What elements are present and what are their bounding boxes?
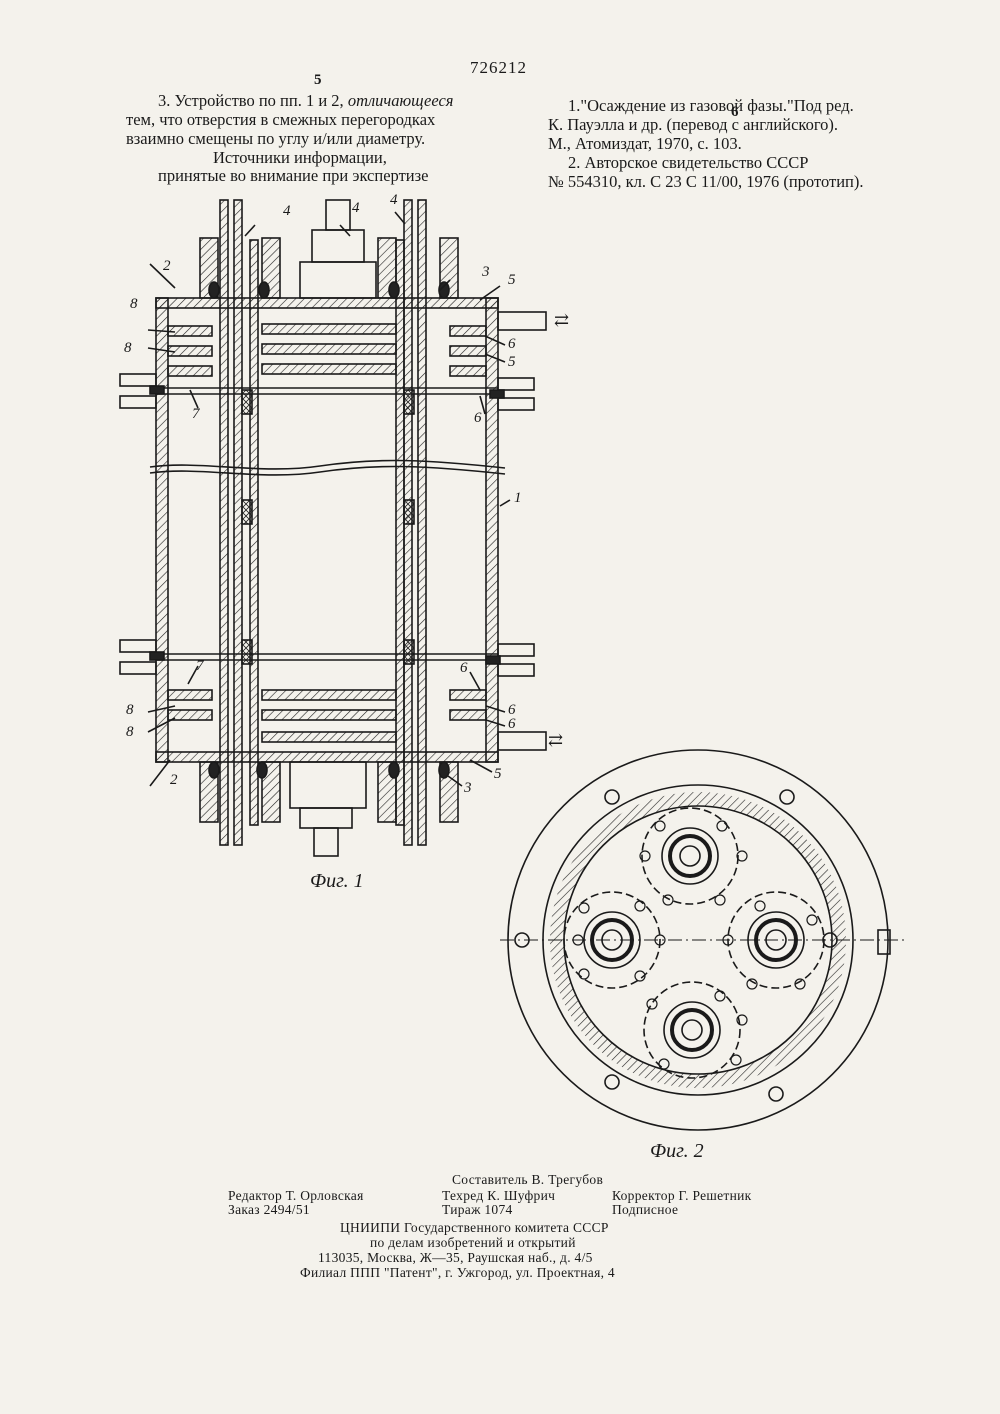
footer-org-1: ЦНИИПИ Государственного комитета СССР [340, 1220, 609, 1235]
footer-order: Заказ 2494/51 [228, 1202, 310, 1217]
footer-editor: Редактор Т. Орловская [228, 1188, 364, 1203]
footer-corrector: Корректор Г. Решетник [612, 1188, 752, 1203]
footer-circulation: Тираж 1074 [442, 1202, 513, 1217]
label-8-bottom-a: 8 [126, 702, 134, 719]
label-5-top: 5 [508, 272, 516, 289]
label-4-a: 4 [283, 203, 291, 220]
label-3-top: 3 [482, 264, 490, 281]
label-4-c: 4 [390, 192, 398, 209]
label-1: 1 [514, 490, 522, 507]
label-4-b: 4 [352, 200, 360, 217]
footer-compiler: Составитель В. Трегубов [452, 1172, 603, 1187]
fig1-caption: Фиг. 1 [310, 870, 364, 893]
flow-arrow-top: ⇄ [554, 310, 569, 331]
footer-address: 113035, Москва, Ж—35, Раушская наб., д. … [318, 1250, 593, 1265]
label-3-bottom: 3 [464, 780, 472, 797]
label-6-bottom-c: 6 [508, 716, 516, 733]
footer-subscription: Подписное [612, 1202, 678, 1217]
label-2-bottom: 2 [170, 772, 178, 789]
fig2-caption: Фиг. 2 [650, 1140, 704, 1163]
figure-2-drawing [500, 750, 905, 1130]
label-7-top: 7 [192, 406, 200, 423]
label-5-bottom: 5 [494, 766, 502, 783]
label-8-bottom-b: 8 [126, 724, 134, 741]
label-2-top: 2 [163, 258, 171, 275]
label-6-top-b: 6 [474, 410, 482, 427]
label-7-bottom: 7 [196, 658, 204, 675]
label-6-bottom: 6 [460, 660, 468, 677]
footer-techred: Техред К. Шуфрич [442, 1188, 555, 1203]
label-8-top-a: 8 [130, 296, 138, 313]
footer-branch: Филиал ППП "Патент", г. Ужгород, ул. Про… [300, 1265, 615, 1280]
label-8-top-b: 8 [124, 340, 132, 357]
label-6-top: 6 [508, 336, 516, 353]
footer-org-2: по делам изобретений и открытий [370, 1235, 576, 1250]
label-5-top-b: 5 [508, 354, 516, 371]
flow-arrow-bottom: ⇄ [548, 730, 563, 751]
